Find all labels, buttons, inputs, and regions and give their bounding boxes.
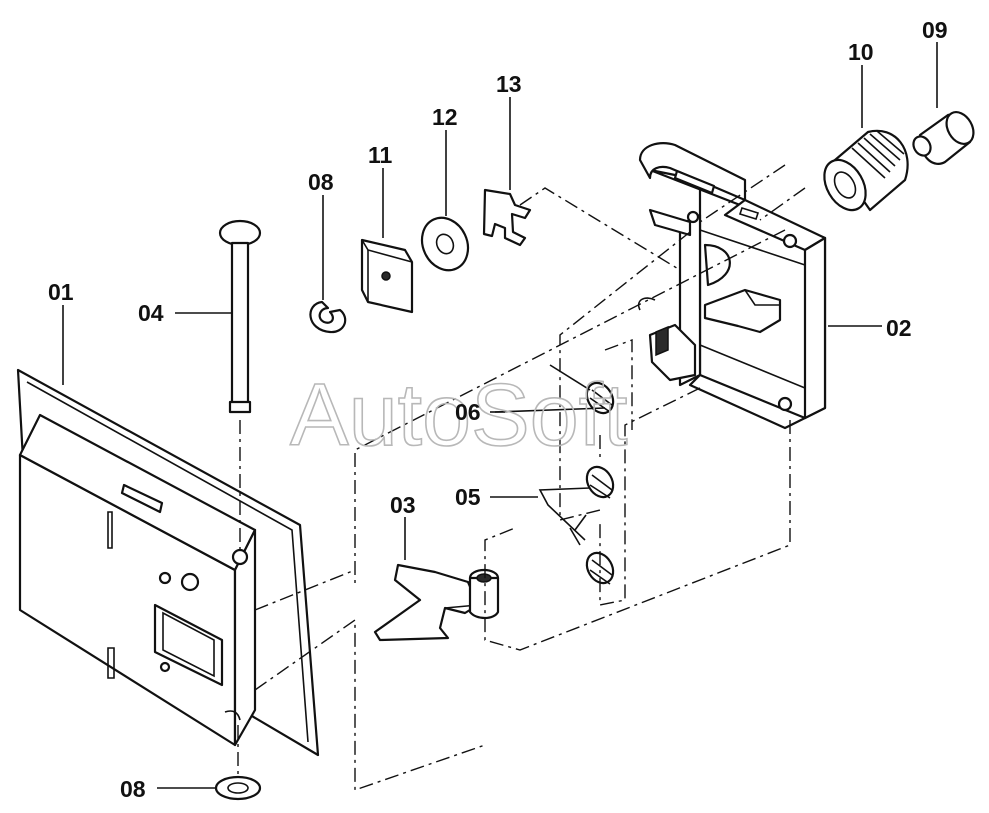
callout-04: 04 <box>138 300 164 326</box>
leader-lines <box>62 42 938 789</box>
part-11-nut-plate <box>360 238 414 314</box>
part-06-spring <box>494 364 615 415</box>
callout-01: 01 <box>48 279 74 305</box>
callout-06: 06 <box>455 399 481 425</box>
callout-09: 09 <box>922 17 948 43</box>
part-08-clip-top <box>309 300 347 334</box>
callout-10: 10 <box>848 39 874 65</box>
callout-03: 03 <box>390 492 416 518</box>
callout-12: 12 <box>432 104 458 130</box>
callout-05: 05 <box>455 484 481 510</box>
part-02-bracket <box>637 142 827 430</box>
part-09-screw <box>912 111 975 165</box>
part-12-washer <box>420 216 470 272</box>
callout-13: 13 <box>496 71 522 97</box>
callout-11: 11 <box>368 142 393 168</box>
part-08-clip-bottom <box>214 725 262 801</box>
part-10-lock-cylinder <box>823 129 909 212</box>
alignment-guides <box>254 164 806 791</box>
callout-labels: 01 02 03 04 05 06 08 08 09 10 11 12 13 <box>48 17 948 802</box>
watermark: AutoSoft <box>290 365 628 464</box>
part-05-spring <box>538 465 615 585</box>
callout-08-top: 08 <box>308 169 334 195</box>
part-01-housing <box>16 368 320 757</box>
part-13-spring-clip <box>482 188 532 247</box>
part-03-latch <box>373 563 500 642</box>
part-04-pin <box>218 219 262 550</box>
callout-08-bottom: 08 <box>120 776 146 802</box>
callout-02: 02 <box>886 315 912 341</box>
